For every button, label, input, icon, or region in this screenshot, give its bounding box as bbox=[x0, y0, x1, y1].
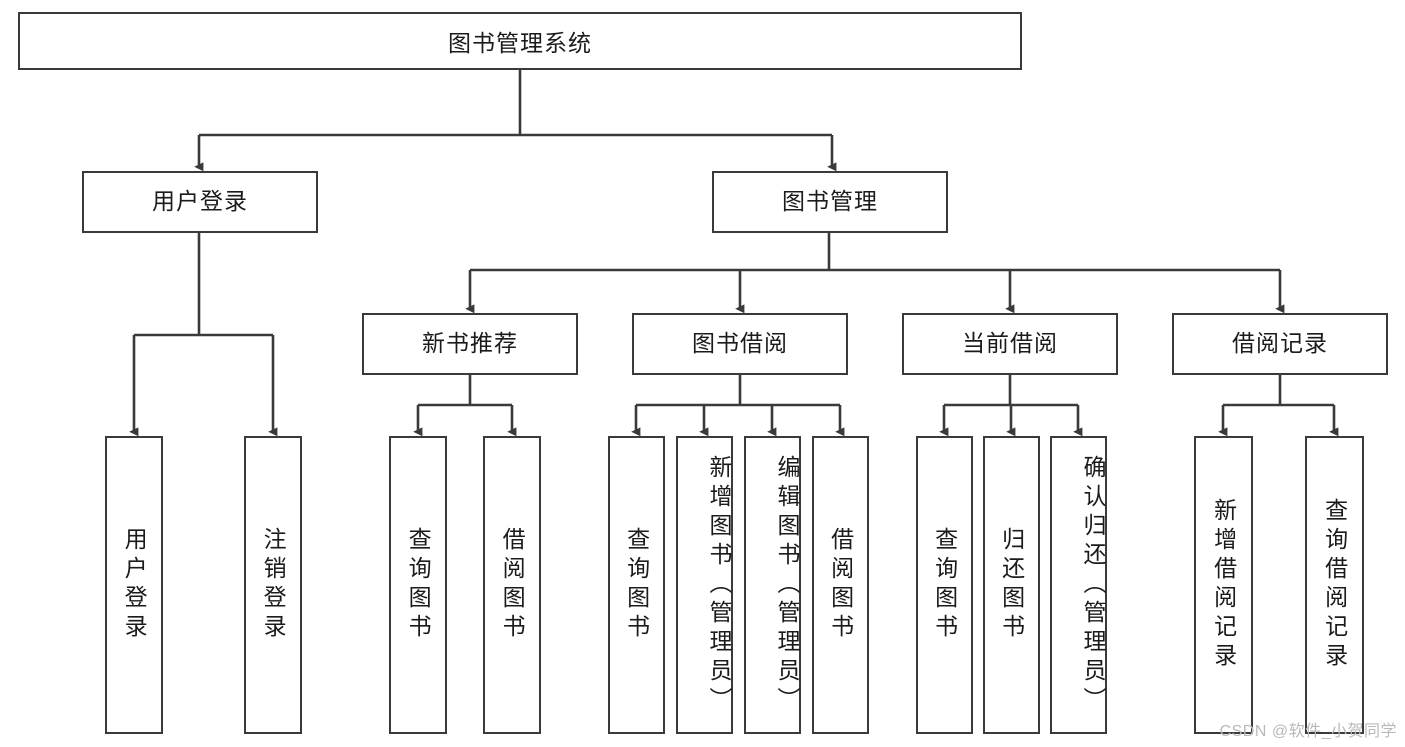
node-leaf-edit-book[interactable]: 编辑图书（管理员） bbox=[744, 436, 801, 734]
node-leaf-query-book-2[interactable]: 查询图书 bbox=[608, 436, 665, 734]
node-user-login[interactable]: 用户登录 bbox=[82, 171, 318, 233]
node-leaf-borrow-book-1[interactable]: 借阅图书 bbox=[483, 436, 541, 734]
node-new-book-rec[interactable]: 新书推荐 bbox=[362, 313, 578, 375]
node-book-mgmt[interactable]: 图书管理 bbox=[712, 171, 948, 233]
node-leaf-add-record[interactable]: 新增借阅记录 bbox=[1194, 436, 1253, 734]
node-leaf-user-login[interactable]: 用户登录 bbox=[105, 436, 163, 734]
node-book-borrow[interactable]: 图书借阅 bbox=[632, 313, 848, 375]
csdn-watermark: CSDN @软件_小贺同学 bbox=[1219, 723, 1397, 740]
node-leaf-query-book-1[interactable]: 查询图书 bbox=[389, 436, 447, 734]
node-leaf-query-record[interactable]: 查询借阅记录 bbox=[1305, 436, 1364, 734]
node-leaf-logout[interactable]: 注销登录 bbox=[244, 436, 302, 734]
node-leaf-borrow-book-2[interactable]: 借阅图书 bbox=[812, 436, 869, 734]
node-current-borrow[interactable]: 当前借阅 bbox=[902, 313, 1118, 375]
node-leaf-confirm-return[interactable]: 确认归还（管理员） bbox=[1050, 436, 1107, 734]
node-borrow-record[interactable]: 借阅记录 bbox=[1172, 313, 1388, 375]
node-root[interactable]: 图书管理系统 bbox=[18, 12, 1022, 70]
node-leaf-query-book-3[interactable]: 查询图书 bbox=[916, 436, 973, 734]
node-leaf-add-book[interactable]: 新增图书（管理员） bbox=[676, 436, 733, 734]
node-leaf-return-book[interactable]: 归还图书 bbox=[983, 436, 1040, 734]
